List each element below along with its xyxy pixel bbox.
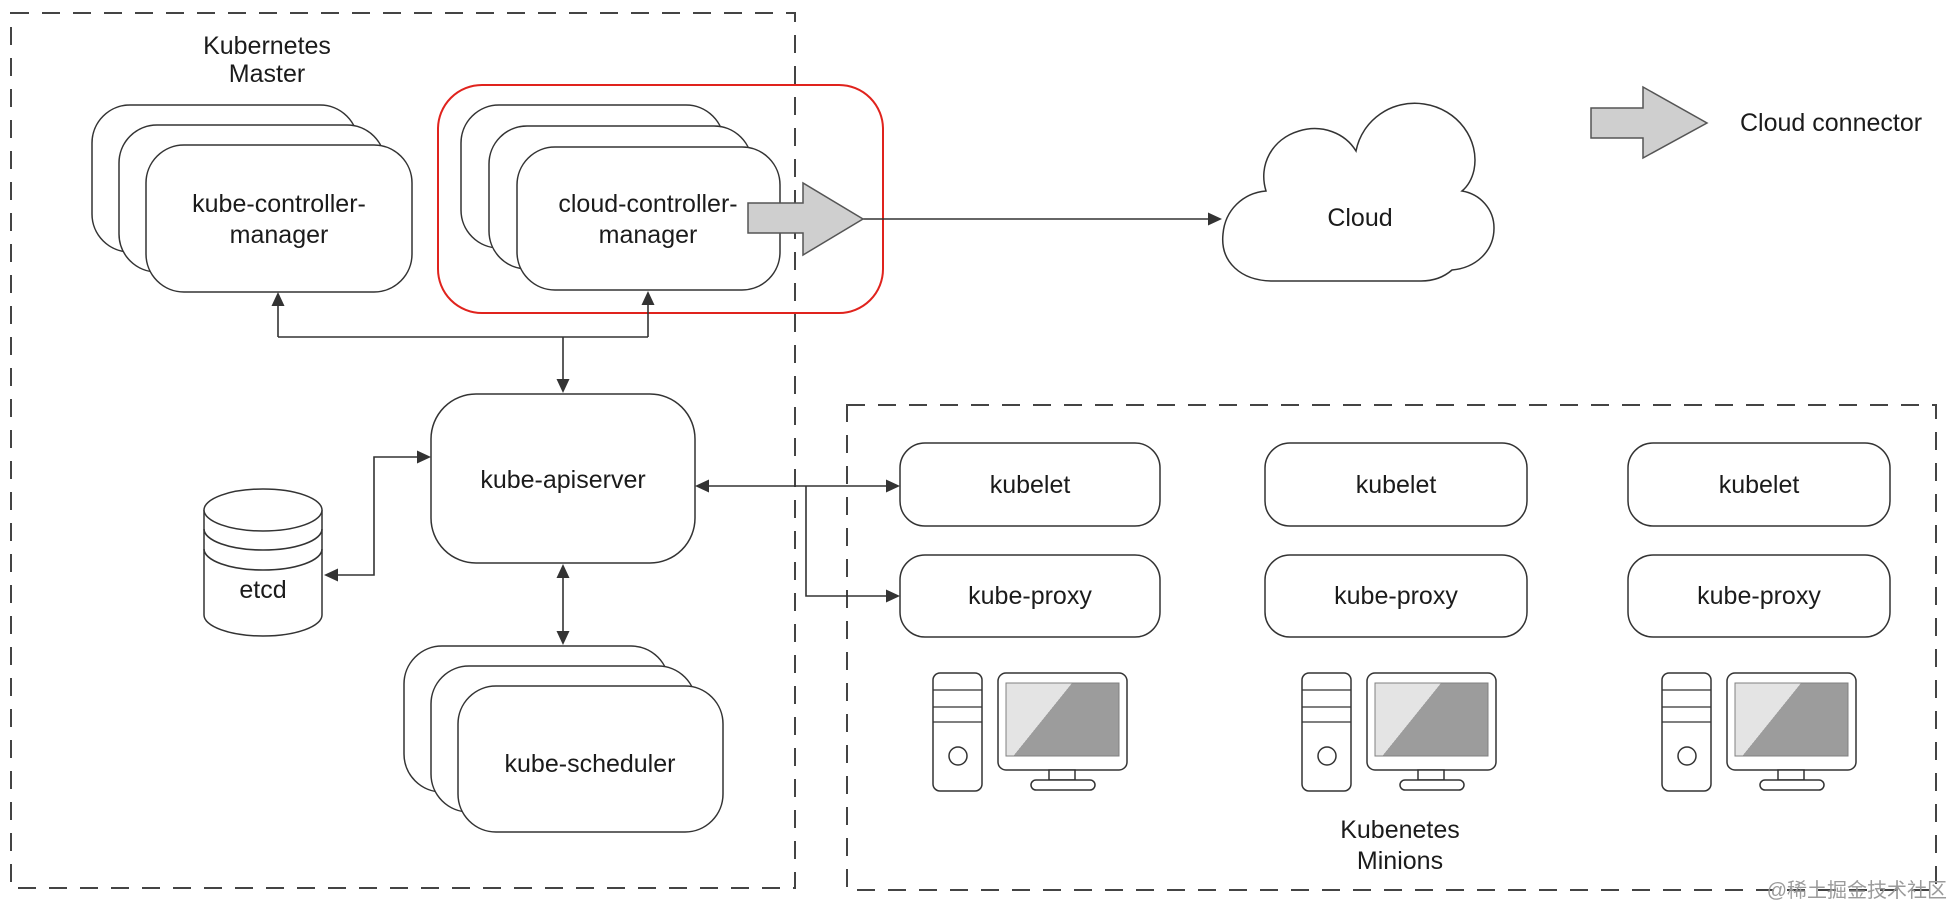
kube-proxy-label-3: kube-proxy: [1697, 582, 1821, 610]
legend-cloud-connector-arrow-icon: [1590, 85, 1709, 160]
cloud-controller-highlight-ring: [437, 84, 884, 314]
cloud-shape: [1222, 102, 1495, 282]
computer-icon: [1301, 672, 1497, 792]
kubelet-node-2: [1264, 442, 1528, 527]
kubelet-label-3: kubelet: [1719, 471, 1800, 499]
cylinder-top: [203, 488, 323, 532]
minion-nodes: [899, 442, 1891, 638]
computer-icon: [932, 672, 1128, 792]
stack-front-card: [145, 144, 413, 293]
cloud-label: Cloud: [1327, 204, 1392, 232]
stack-front-card: [457, 685, 724, 833]
cloud-connector-arrow-icon: [747, 181, 865, 257]
kube-proxy-label-1: kube-proxy: [968, 582, 1092, 610]
kube-apiserver-node: [430, 393, 696, 564]
master-title-line1: Kubernetes: [203, 32, 331, 60]
kubernetes-master-boundary: [10, 12, 796, 889]
connector-lines: [271, 212, 1222, 645]
kube-scheduler-label: kube-scheduler: [505, 750, 676, 778]
master-title-line2: Master: [229, 60, 305, 88]
legend: Cloud connector: [1590, 85, 1922, 160]
kube-proxy-node-3: [1627, 554, 1891, 638]
kube-controller-manager-stack: [91, 104, 413, 293]
kubelet-node-3: [1627, 442, 1891, 527]
computer-icon: [1661, 672, 1857, 792]
cylinder-disk-line: [203, 548, 323, 571]
kubelet-label-1: kubelet: [990, 471, 1071, 499]
kube-controller-manager-label-line2: manager: [230, 221, 329, 249]
kube-controller-manager-label-line1: kube-controller-: [192, 190, 366, 218]
cloud-controller-manager-label-line2: manager: [599, 221, 698, 249]
etcd-cylinder: [203, 488, 323, 637]
cloud-controller-manager-stack: [460, 104, 781, 291]
watermark: @稀土掘金技术社区: [1767, 879, 1947, 902]
legend-cloud-connector-label: Cloud connector: [1740, 109, 1922, 137]
kubernetes-minions-boundary: [846, 404, 1937, 891]
minions-title-line1: Kubenetes: [1340, 816, 1460, 844]
cylinder-body: [203, 510, 323, 637]
kube-proxy-node-2: [1264, 554, 1528, 638]
stack-front-card: [516, 146, 781, 291]
kubelet-label-2: kubelet: [1356, 471, 1437, 499]
kube-apiserver-label: kube-apiserver: [480, 466, 645, 494]
cloud-controller-manager-label-line1: cloud-controller-: [558, 190, 737, 218]
minions-title-line2: Minions: [1357, 847, 1443, 875]
cylinder-disk-line: [203, 528, 323, 551]
kube-proxy-label-2: kube-proxy: [1334, 582, 1458, 610]
etcd-label: etcd: [239, 576, 286, 604]
kubelet-node-1: [899, 442, 1161, 527]
kube-scheduler-stack: [403, 645, 724, 833]
